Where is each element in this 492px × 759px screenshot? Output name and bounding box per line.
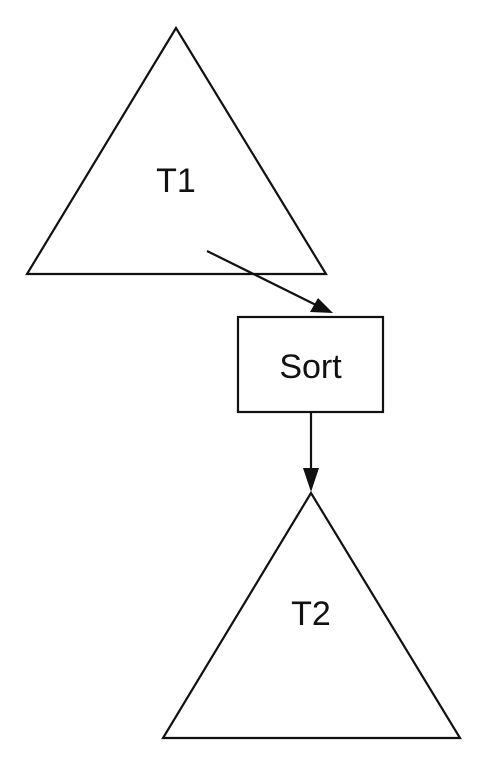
edge-t1-sort-arrowhead (310, 298, 333, 313)
edge-t1-to-sort (206, 250, 333, 313)
t1-label: T1 (156, 162, 196, 200)
edge-sort-to-t2 (303, 412, 319, 492)
t2-triangle (161, 490, 462, 740)
node-t2: T2 (161, 490, 462, 740)
sort-box (236, 315, 385, 414)
t2-label: T2 (291, 595, 331, 633)
node-t1: T1 (25, 25, 328, 276)
t1-triangle (25, 25, 328, 276)
edge-t1-sort-line (206, 250, 317, 306)
sort-label: Sort (279, 348, 342, 386)
node-sort: Sort (236, 315, 385, 414)
edge-sort-t2-arrowhead (303, 468, 319, 492)
